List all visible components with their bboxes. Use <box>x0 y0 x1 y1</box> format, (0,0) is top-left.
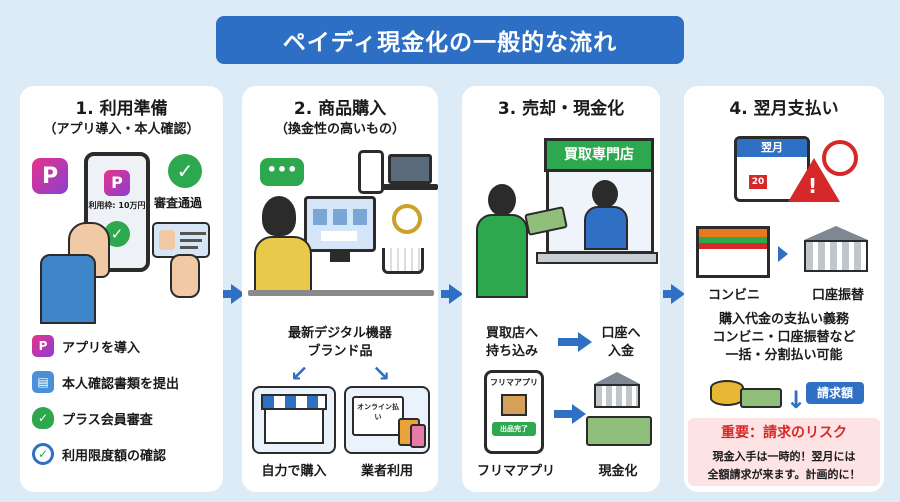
step-2-subtitle: （換金性の高いもの） <box>274 122 405 137</box>
paidy-logo-icon: P <box>104 170 130 196</box>
person-head <box>262 196 296 236</box>
list-item: P アプリを導入 <box>32 332 218 360</box>
items-line-2: ブランド品 <box>307 344 373 359</box>
deposit-line-1: 口座へ <box>601 326 641 341</box>
desc-line-1: 購入代金の支払い義務 <box>718 312 849 327</box>
online-box: オンライン払い <box>344 386 430 454</box>
online-pay-label: オンライン払い <box>357 403 399 421</box>
sleeve-illustration <box>40 254 96 324</box>
branch-arrow-right: ↘ <box>372 362 391 387</box>
id-card-icon: ▤ <box>32 371 54 393</box>
convenience-store-icon <box>696 226 770 278</box>
bring-line-1: 買取店へ <box>485 326 538 341</box>
id-card-illustration <box>152 222 210 258</box>
business-label: 業者利用 <box>360 464 413 479</box>
listing-done-badge: 出品完了 <box>492 422 536 436</box>
step-1-subtitle: （アプリ導入・本人確認） <box>43 122 200 137</box>
bank-label: 口座振替 <box>811 288 864 303</box>
paidy-app-icon: P <box>32 158 68 194</box>
smartphone-icon <box>358 150 384 194</box>
monitor-stand <box>330 252 350 262</box>
list-item: ✓ プラス会員審査 <box>32 404 218 432</box>
step-3-title: 3. 売却・現金化 <box>497 99 625 119</box>
person-body <box>254 236 312 292</box>
check-circle-icon: ✓ <box>168 154 202 188</box>
step-2-title: 2. 商品購入 <box>293 99 387 119</box>
clerk-body <box>584 206 628 250</box>
bank-icon <box>804 226 868 278</box>
risk-title: 重要：請求のリスク <box>721 425 847 441</box>
list-item: ▤ 本人確認書類を提出 <box>32 368 218 396</box>
limit-text: 利用枠: 10万円 <box>88 201 146 210</box>
parcel-icon <box>501 394 527 416</box>
cash-label: 現金化 <box>598 464 638 479</box>
step-4-panel: 4. 翌月支払い 翌月 20 ! コンビニ 口座振替 購入代金の支払い義務 コン… <box>684 86 884 492</box>
list-item-label: 本人確認書類を提出 <box>62 376 180 392</box>
store-awning <box>261 394 327 410</box>
bring-line-2: 持ち込み <box>485 344 538 359</box>
watch-icon <box>392 204 422 234</box>
step-1-title: 1. 利用準備 <box>75 99 168 119</box>
store-label: コンビニ <box>707 288 760 303</box>
coins-icon <box>710 380 744 406</box>
approved-label: 審査通過 <box>154 196 203 210</box>
down-arrow-icon: ↓ <box>786 386 807 414</box>
laptop-icon <box>388 154 432 184</box>
shop-sign: 買取専門店 <box>544 138 654 172</box>
flow-arrow-small <box>778 246 788 262</box>
warning-mark: ! <box>808 174 818 198</box>
hand-holding-card <box>170 254 200 298</box>
list-item: ✓ 利用限度額の確認 <box>32 440 218 468</box>
page-title: ペイディ現金化の一般的な流れ <box>216 16 684 64</box>
flow-arrow <box>558 332 592 352</box>
branch-arrow-left: ↙ <box>290 362 309 387</box>
customer-body <box>476 214 528 298</box>
warning-icon <box>788 158 840 202</box>
flea-app-phone: フリマアプリ 出品完了 <box>484 370 544 454</box>
clerk-head <box>592 180 618 208</box>
items-line-1: 最新デジタル機器 <box>288 326 392 341</box>
flea-app-name: フリマアプリ <box>490 378 538 387</box>
flow-arrow <box>223 284 245 304</box>
step-3-panel: 3. 売却・現金化 買取専門店 買取店へ 持ち込み 口座へ 入金 フリマアプリ … <box>462 86 660 492</box>
risk-line-2: 全額請求が来ます。計画的に！ <box>707 468 861 481</box>
shield-check-icon: ✓ <box>32 407 54 429</box>
desc-line-3: 一括・分割払い可能 <box>725 348 843 363</box>
bank-icon <box>594 372 640 412</box>
counter <box>536 252 658 264</box>
paidy-app-icon: P <box>32 335 54 357</box>
customer-head <box>488 184 516 216</box>
step-4-title: 4. 翌月支払い <box>729 99 839 119</box>
list-item-label: アプリを導入 <box>62 340 141 356</box>
step-1-list: P アプリを導入 ▤ 本人確認書類を提出 ✓ プラス会員審査 ✓ 利用限度額の確… <box>32 332 218 468</box>
monitor-illustration <box>304 196 376 252</box>
laptop-base <box>382 184 438 190</box>
step-2-panel: 2. 商品購入 （換金性の高いもの） ••• 最新デジタル機器 ブランド品 ↙ … <box>242 86 438 492</box>
store-box <box>252 386 336 454</box>
deposit-line-2: 入金 <box>607 344 634 359</box>
online-pay-screen: オンライン払い <box>352 396 404 436</box>
desk <box>248 290 434 296</box>
cash-stack-icon <box>740 388 782 408</box>
cash-stack-icon <box>586 416 652 446</box>
list-item-label: 利用限度額の確認 <box>62 448 167 464</box>
flow-arrow <box>441 284 463 304</box>
magnifier-check-icon: ✓ <box>32 443 54 465</box>
bill-amount-badge: 請求額 <box>806 382 864 404</box>
calendar-header: 翌月 <box>737 139 807 157</box>
calendar-day: 20 <box>749 175 767 189</box>
list-item-label: プラス会員審査 <box>62 412 153 428</box>
flow-arrow <box>554 404 586 424</box>
step-1-panel: 1. 利用準備 （アプリ導入・本人確認） P P 利用枠: 10万円 ✓ ✓ 審… <box>20 86 223 492</box>
shopping-cart-icon <box>382 248 424 274</box>
risk-box: 重要：請求のリスク 現金入手は一時的！翌月には 全額請求が来ます。計画的に！ <box>688 418 880 486</box>
speech-bubble-icon: ••• <box>260 158 304 186</box>
store-icon <box>264 410 324 444</box>
flow-arrow <box>663 284 685 304</box>
store-label: 自力で購入 <box>261 464 327 479</box>
risk-line-1: 現金入手は一時的！翌月には <box>712 450 856 463</box>
flea-label: フリマアプリ <box>476 464 555 479</box>
desc-line-2: コンビニ・口座振替など <box>712 330 856 345</box>
